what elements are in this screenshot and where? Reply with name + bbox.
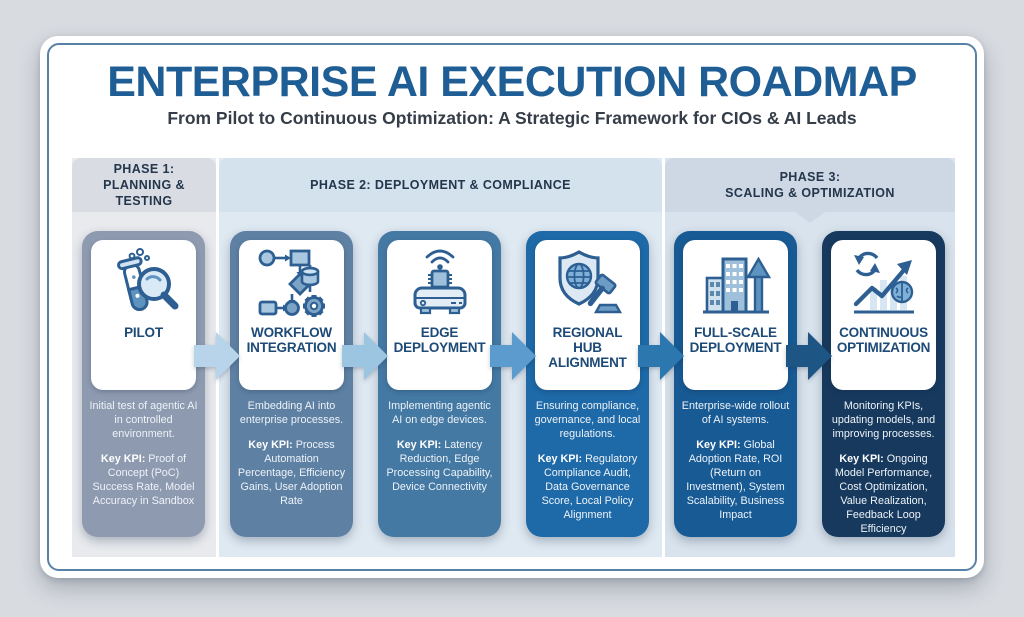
kpi-label: Key KPI: xyxy=(248,439,293,452)
arrow-workflow-to-edge xyxy=(342,330,388,382)
stage-title: REGIONAL HUB ALIGNMENT xyxy=(548,325,627,371)
stage-kpi: Key KPI: Global Adoption Rate, ROI (Retu… xyxy=(681,438,790,522)
edge-device-icon xyxy=(413,249,466,315)
phase-1-label: PHASE 1: xyxy=(113,162,175,176)
stage-panel-pilot: PILOT xyxy=(91,240,196,390)
kpi-text: Regulatory Compliance Audit, Data Govern… xyxy=(541,453,638,522)
stage-panel-edge: EDGE DEPLOYMENT xyxy=(387,240,492,390)
stage-title: PILOT xyxy=(124,325,163,340)
stage-description: Monitoring KPIs, updating models, and im… xyxy=(831,400,936,441)
phase-2-label: PHASE 2: DEPLOYMENT & COMPLIANCE xyxy=(310,178,571,192)
stage-description: Implementing agentic AI on edge devices. xyxy=(388,400,491,427)
phase-3-label: PHASE 3: xyxy=(779,170,841,184)
phase-3-notch xyxy=(795,212,825,223)
building-growth-icon xyxy=(702,256,771,314)
stage-title: CONTINUOUS OPTIMIZATION xyxy=(836,325,931,356)
kpi-text: Global Adoption Rate, ROI (Return on Inv… xyxy=(686,439,785,522)
kpi-label: Key KPI: xyxy=(396,439,442,452)
phase-2-header: PHASE 2: DEPLOYMENT & COMPLIANCE xyxy=(219,158,662,212)
stage-description: Initial test of agentic AI in controlled… xyxy=(89,400,198,441)
kpi-text: Process Automation Percentage, Efficienc… xyxy=(237,439,346,508)
stage-kpi: Key KPI: Latency Reduction, Edge Process… xyxy=(385,438,494,494)
kpi-text: Ongoing Model Performance, Cost Optimiza… xyxy=(834,453,933,536)
stage-panel-full-scale: FULL-SCALE DEPLOYMENT xyxy=(683,240,788,390)
arrow-full-scale-to-continuous xyxy=(786,330,832,382)
stage-panel-workflow: WORKFLOW INTEGRATION xyxy=(239,240,344,390)
kpi-label: Key KPI: xyxy=(537,453,583,466)
stage-panel-continuous: CONTINUOUS OPTIMIZATION xyxy=(831,240,936,390)
stage-kpi: Key KPI: Process Automation Percentage, … xyxy=(237,438,346,508)
stage-card-continuous-optimization: CONTINUOUS OPTIMIZATION Monitoring KPIs,… xyxy=(822,231,945,537)
kpi-text: Latency Reduction, Edge Processing Capab… xyxy=(386,439,493,494)
stage-title: EDGE DEPLOYMENT xyxy=(393,325,486,356)
stage-card-edge-deployment: EDGE DEPLOYMENT Implementing agentic AI … xyxy=(378,231,501,537)
stage-card-pilot: PILOT Initial test of agentic AI in cont… xyxy=(82,231,205,537)
stage-title: FULL-SCALE DEPLOYMENT xyxy=(689,325,782,356)
arrow-pilot-to-workflow xyxy=(194,330,240,382)
stage-kpi: Key KPI: Ongoing Model Performance, Cost… xyxy=(829,452,938,536)
stage-title: WORKFLOW INTEGRATION xyxy=(246,325,337,356)
kpi-label: Key KPI: xyxy=(839,453,884,466)
phase-1-header: PHASE 1: PLANNING & TESTING xyxy=(72,158,216,212)
stage-description: Enterprise-wide rollout of AI systems. xyxy=(681,400,790,427)
stage-card-regional-hub-alignment: REGIONAL HUB ALIGNMENT Ensuring complian… xyxy=(526,231,649,537)
phase-3-header: PHASE 3: SCALING & OPTIMIZATION xyxy=(665,158,955,212)
stage-description: Ensuring compliance, governance, and loc… xyxy=(534,400,641,441)
kpi-label: Key KPI: xyxy=(100,453,146,466)
flask-magnifier-icon xyxy=(116,248,178,312)
kpi-label: Key KPI: xyxy=(696,439,741,452)
workflow-gear-icon xyxy=(258,249,325,317)
kpi-text: Proof of Concept (PoC) Success Rate, Mod… xyxy=(92,453,195,508)
refresh-chart-brain-icon xyxy=(853,251,914,314)
stage-panel-regional: REGIONAL HUB ALIGNMENT xyxy=(535,240,640,390)
arrow-edge-to-regional xyxy=(490,330,536,382)
stage-card-full-scale-deployment: FULL-SCALE DEPLOYMENT Enterprise-wide ro… xyxy=(674,231,797,537)
stage-description: Embedding AI into enterprise processes. xyxy=(239,400,344,427)
stage-card-workflow-integration: WORKFLOW INTEGRATION Embedding AI into e… xyxy=(230,231,353,537)
stage-kpi: Key KPI: Proof of Concept (PoC) Success … xyxy=(89,452,198,508)
page-subtitle: From Pilot to Continuous Optimization: A… xyxy=(167,108,857,128)
shield-globe-gavel-icon xyxy=(557,250,622,314)
page-title: ENTERPRISE AI EXECUTION ROADMAP xyxy=(107,58,917,106)
arrow-regional-to-full-scale xyxy=(638,330,684,382)
stage-kpi: Key KPI: Regulatory Compliance Audit, Da… xyxy=(533,452,642,522)
